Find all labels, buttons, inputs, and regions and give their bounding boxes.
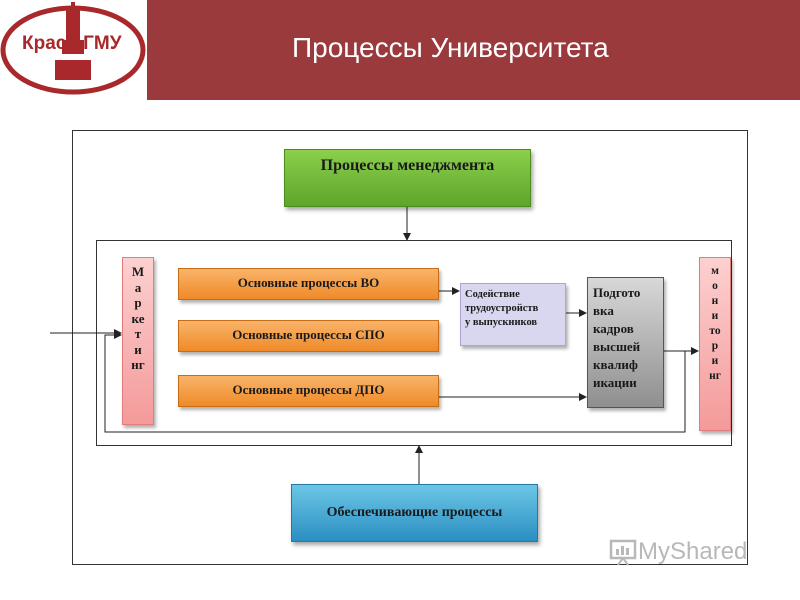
monitoring-box: м о н и то р и нг [699, 257, 731, 431]
employment-assistance-box: Содействие трудоустройств у выпускников [460, 283, 566, 346]
employment-label: Содействие трудоустройств у выпускников [465, 289, 539, 328]
presentation-icon [609, 539, 637, 566]
core-processes-vo-box: Основные процессы ВО [178, 268, 439, 300]
watermark-text: MyShared [638, 538, 748, 565]
core-processes-spo-box: Основные процессы СПО [178, 320, 439, 352]
inner-frame [96, 240, 732, 446]
core-processes-dpo-box: Основные процессы ДПО [178, 375, 439, 407]
monitoring-label: м о н и то р и нг [709, 265, 721, 382]
university-logo: Красн ГМУ [0, 0, 147, 100]
management-processes-box: Процессы менеджмента [284, 149, 531, 207]
title-bar [147, 0, 800, 100]
outer-frame [72, 130, 748, 565]
logo-emblem-icon [0, 2, 146, 95]
higher-training-box: Подгото вка кадров высшей квалиф икации [587, 277, 664, 408]
higher-training-label: Подгото вка кадров высшей квалиф икации [593, 285, 641, 390]
support-processes-box: Обеспечивающие процессы [291, 484, 538, 542]
logo-text: Красн ГМУ [22, 33, 122, 54]
watermark: MyShared [608, 538, 747, 566]
slide-title: Процессы Университета [292, 32, 609, 63]
marketing-label: М а р ке т и нг [131, 264, 145, 372]
feedback-loop [104, 331, 686, 433]
marketing-box: М а р ке т и нг [122, 257, 154, 425]
